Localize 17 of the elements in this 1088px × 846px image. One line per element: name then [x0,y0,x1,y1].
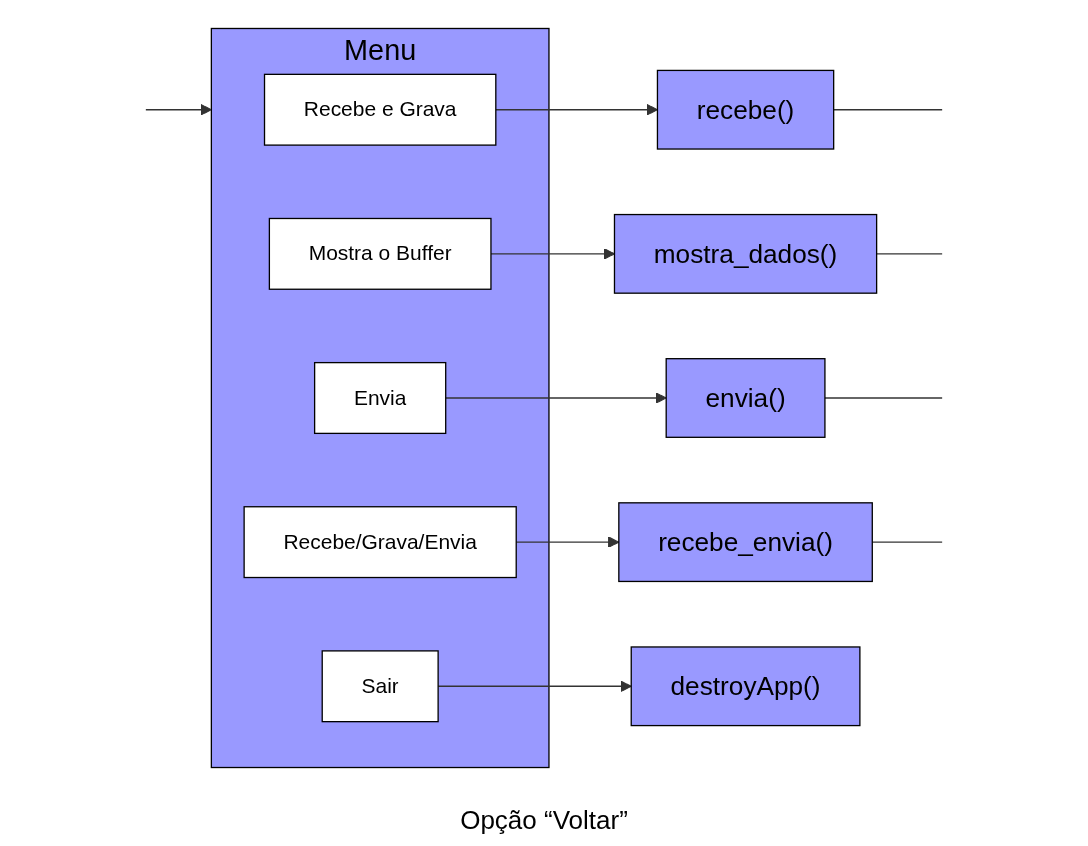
connector [824,396,943,399]
connector [833,108,943,110]
node-box: mostra_dados() [613,213,878,294]
node-box: Sair [321,649,439,722]
arrow [490,247,615,260]
note-text: Opção “Voltar” [460,805,628,836]
node-box: Recebe e Grava [263,73,497,146]
node-box: Mostra o Buffer [268,217,492,290]
arrow [495,103,658,115]
node-box: recebe_envia() [618,501,873,582]
arrow [445,391,667,404]
node-box: Envia [313,361,447,434]
node-box: destroyApp() [630,645,861,726]
node-box: envia() [665,357,826,438]
arrow [145,103,212,115]
node-box: recebe() [656,69,835,150]
node-box: Recebe/Grava/Envia [243,505,517,578]
